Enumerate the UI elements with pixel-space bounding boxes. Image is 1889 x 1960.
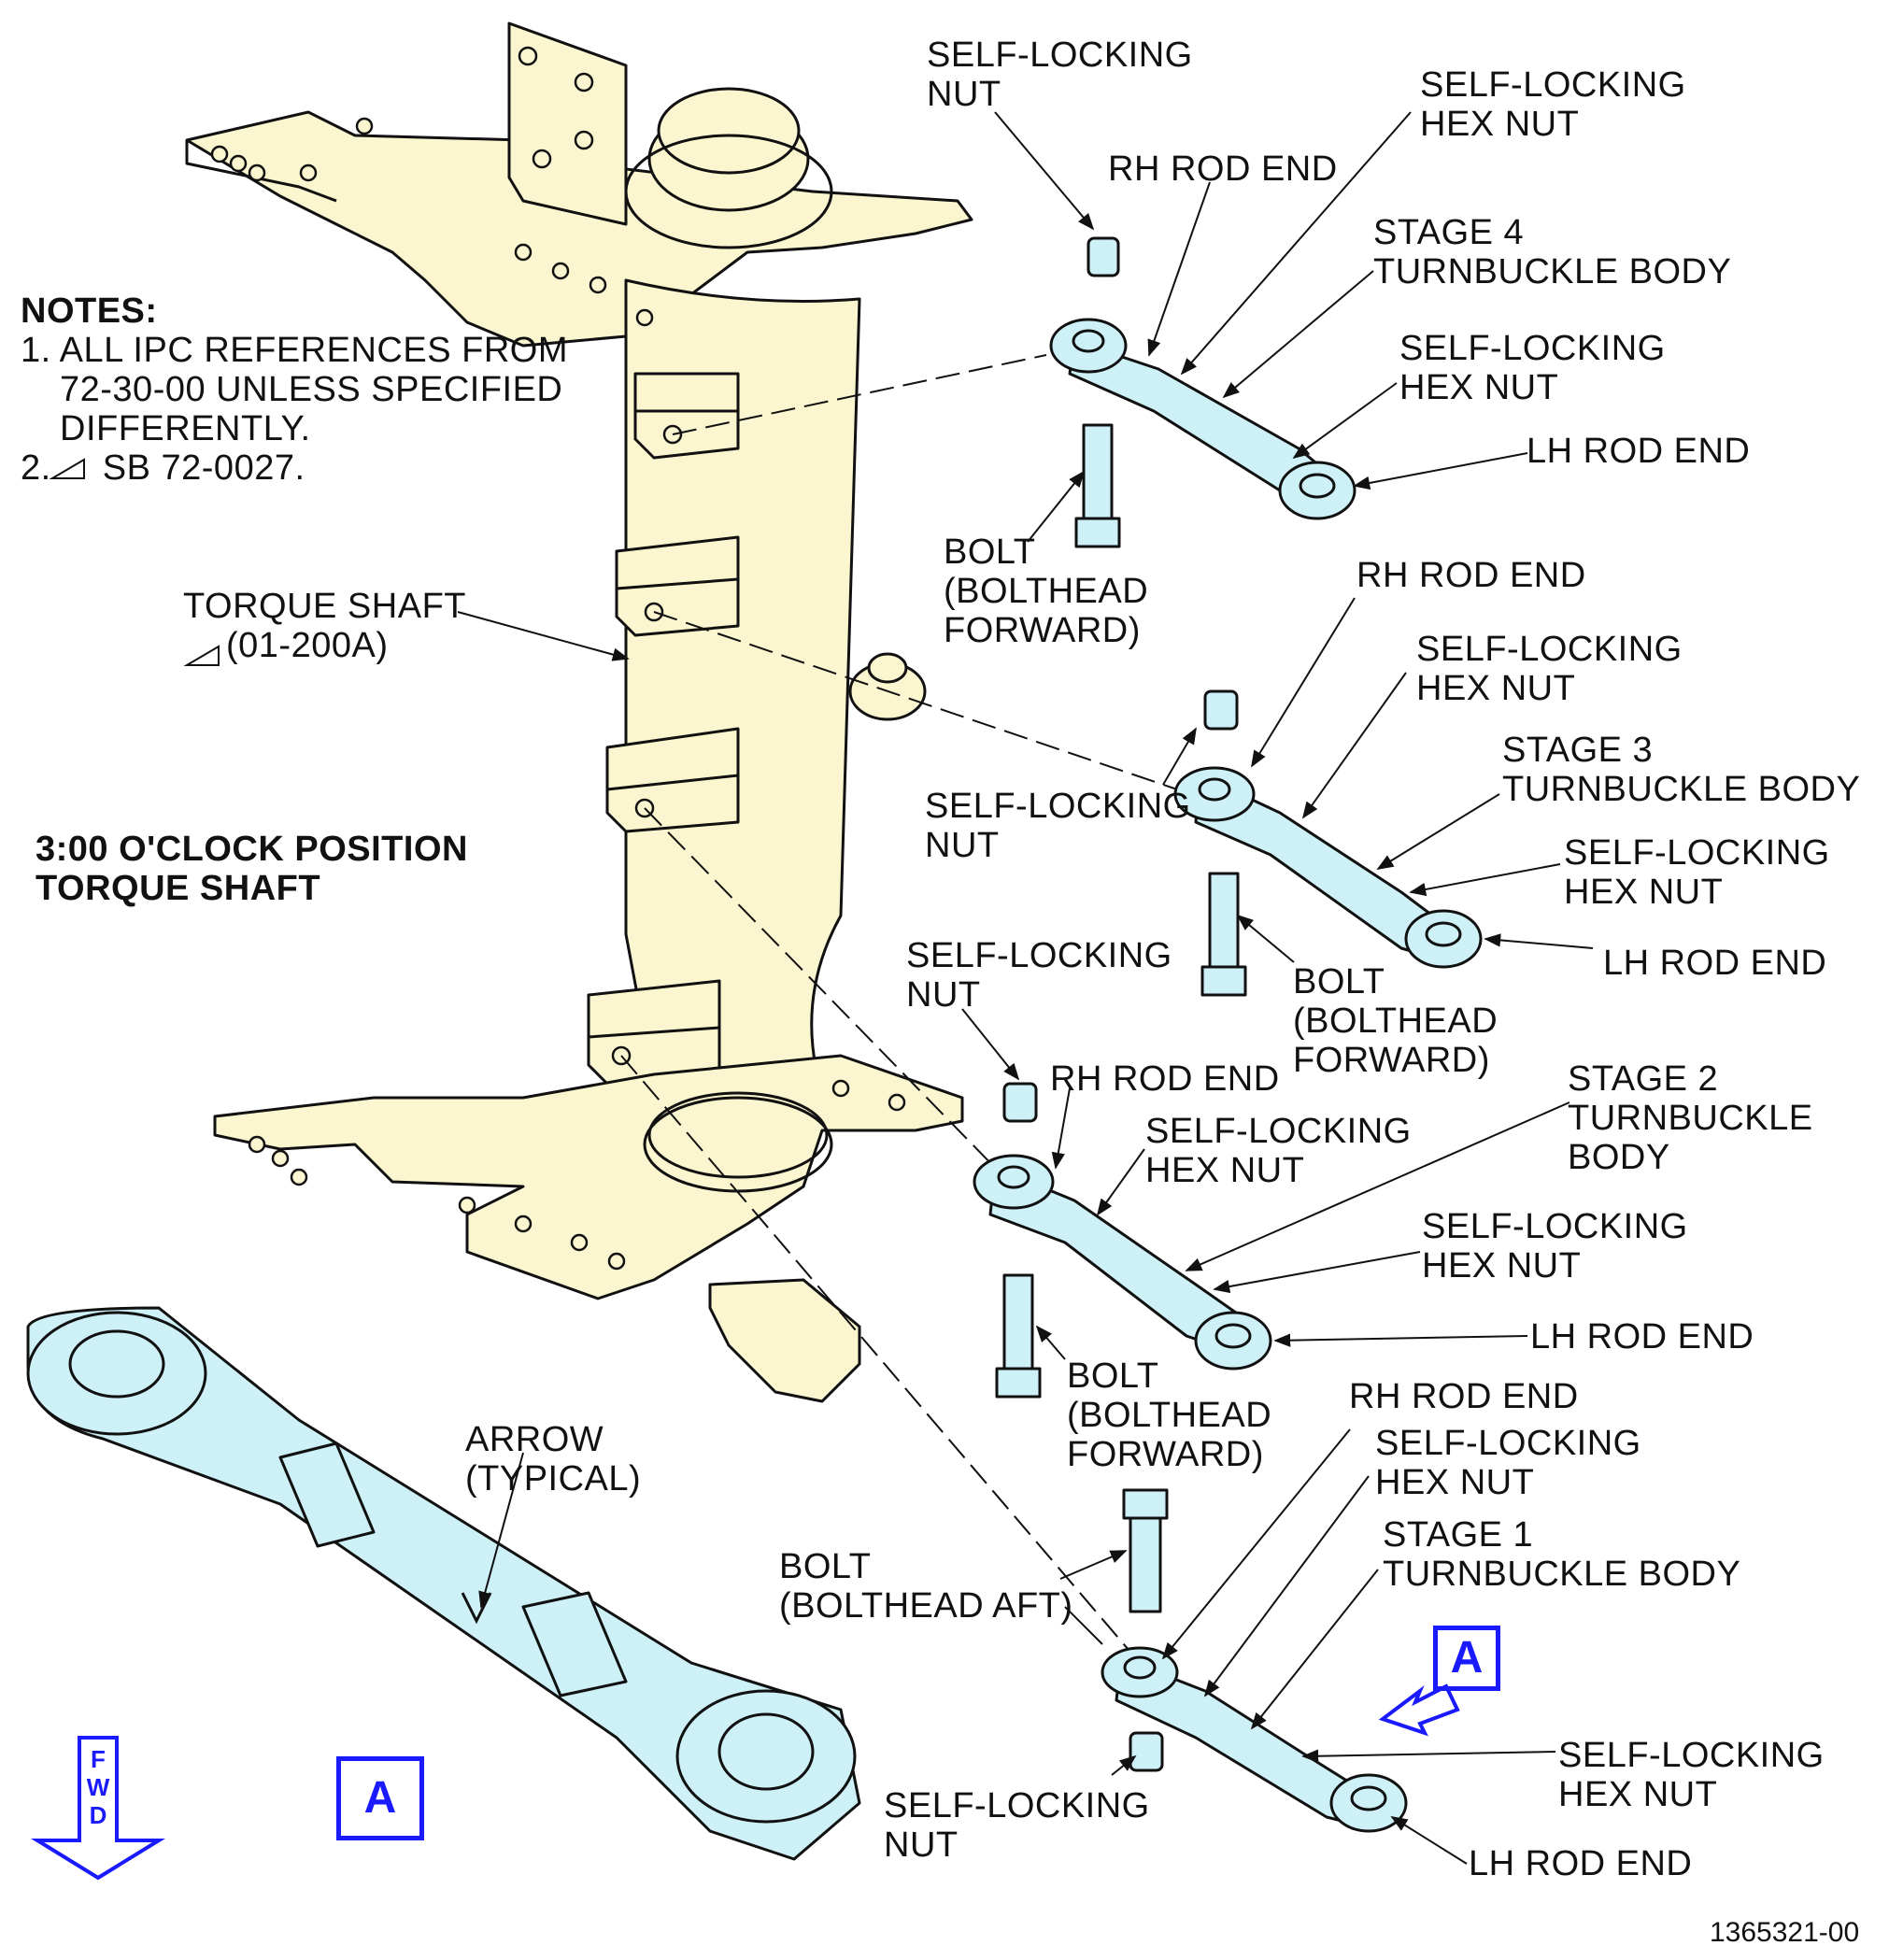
- turnbuckle-stage1: [1101, 1488, 1408, 1833]
- lower-bracket-plate: [213, 1054, 964, 1300]
- stage2-lh-rod-end-label: LH ROD END: [1530, 1317, 1754, 1356]
- stage1-lh-rod-end-label: LH ROD END: [1469, 1844, 1693, 1883]
- view-callout-a: A: [1433, 1626, 1500, 1691]
- top-bracket-front: [185, 140, 337, 203]
- notes-block: NOTES: 1. ALL IPC REFERENCES FROM 72-30-…: [21, 291, 568, 488]
- view-arrow: [1378, 1683, 1460, 1737]
- sb-symbol-shaft: [183, 645, 220, 666]
- detail-arrow-mark: [461, 1592, 492, 1625]
- detail-a-turnbuckle: [26, 1306, 861, 1861]
- figure-number: 1365321-00: [1710, 1917, 1860, 1948]
- detail-callout-a: A: [336, 1756, 424, 1840]
- turnbuckle-stage3: [1173, 689, 1483, 997]
- fwd-arrow: [30, 1736, 166, 1881]
- torque-shaft-label: TORQUE SHAFT(01-200A): [183, 587, 466, 665]
- stage3-rh-rod-end-label: RH ROD END: [1356, 556, 1586, 595]
- sb-symbol-note: [49, 458, 85, 479]
- notes-title: NOTES:: [21, 291, 158, 331]
- stage4-rh-rod-end-label: RH ROD END: [1108, 149, 1338, 189]
- lower-collar: [647, 1091, 829, 1179]
- arrow-typical-label: ARROW(TYPICAL): [465, 1420, 642, 1498]
- turnbuckle-stage2: [973, 1082, 1272, 1399]
- stage1-bolt-label: BOLT(BOLTHEAD AFT): [779, 1547, 1073, 1626]
- turnbuckle-stage4: [1049, 236, 1356, 548]
- mounting-tab: [507, 21, 628, 226]
- alignment-lines: [620, 354, 1178, 1664]
- stage4-lh-rod-end-label: LH ROD END: [1527, 432, 1751, 471]
- stage1-rh-rod-end-label: RH ROD END: [1349, 1377, 1579, 1416]
- stage2-rh-rod-end-label: RH ROD END: [1050, 1059, 1280, 1099]
- note-1-line-3: DIFFERENTLY.: [60, 409, 311, 448]
- note-1: 1. ALL IPC REFERENCES FROM: [21, 331, 568, 370]
- torque-shaft-assembly: [185, 21, 973, 1403]
- bottom-foot: [708, 1278, 861, 1403]
- note-1-line-2: 72-30-00 UNLESS SPECIFIED: [60, 370, 563, 409]
- note-2: 2. SB 72-0027.: [21, 448, 305, 488]
- stage3-lh-rod-end-label: LH ROD END: [1603, 944, 1827, 983]
- leader-lines: [457, 111, 1594, 1865]
